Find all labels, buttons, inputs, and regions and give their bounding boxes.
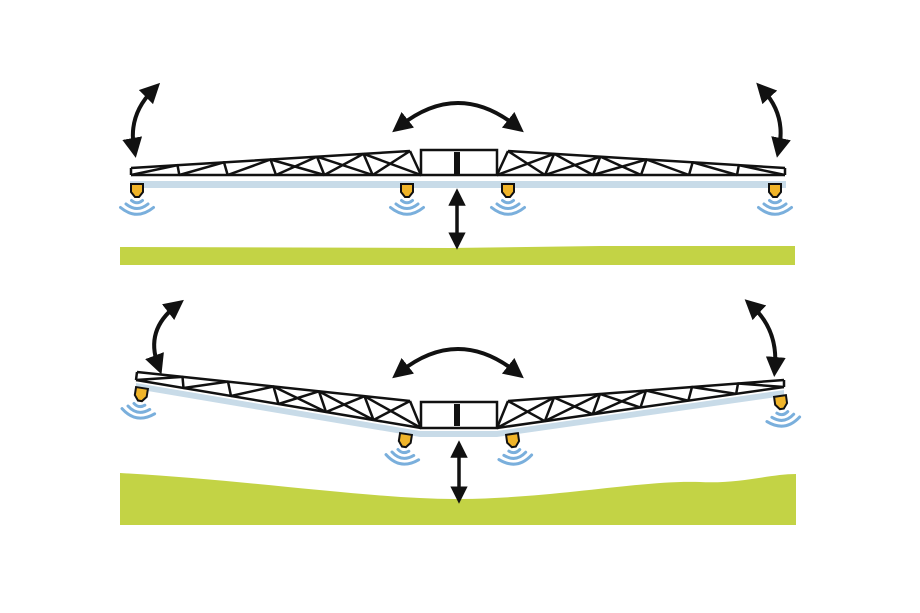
spray-wave-icon bbox=[120, 401, 157, 420]
boom-truss bbox=[134, 370, 786, 430]
truss-brace bbox=[735, 163, 786, 177]
spray-wave-icon bbox=[497, 448, 534, 466]
spray-nozzle-icon bbox=[490, 183, 526, 216]
tilt-arrow-right bbox=[744, 299, 786, 377]
truss-brace bbox=[178, 161, 229, 177]
ground-uneven bbox=[120, 473, 796, 525]
spray-wave-icon bbox=[757, 199, 793, 216]
center-mast bbox=[454, 152, 460, 174]
spray-nozzle-icon bbox=[497, 432, 534, 466]
truss-brace bbox=[135, 375, 185, 389]
truss-brace bbox=[687, 385, 737, 401]
spray-nozzle-icon bbox=[120, 385, 157, 420]
truss-brace bbox=[495, 149, 555, 177]
boom-bar bbox=[136, 383, 784, 437]
spray-wave-icon bbox=[389, 199, 425, 216]
ground-flat bbox=[120, 246, 795, 265]
center-mast bbox=[454, 404, 460, 426]
boom-bar bbox=[130, 181, 786, 188]
spray-wave-icon bbox=[119, 199, 155, 216]
truss-brace bbox=[272, 385, 328, 414]
tilt-arrow-center bbox=[392, 347, 524, 379]
tilt-arrow-center bbox=[392, 101, 524, 133]
truss-brace bbox=[183, 380, 233, 397]
spray-wave-icon bbox=[765, 410, 802, 428]
panel-level-boom bbox=[119, 82, 795, 265]
spray-wave-icon bbox=[490, 199, 526, 216]
spray-nozzle-icon bbox=[389, 183, 425, 216]
truss-brace bbox=[363, 395, 423, 430]
truss-brace bbox=[270, 155, 326, 177]
truss-brace bbox=[543, 392, 601, 423]
spray-nozzle-icon bbox=[384, 431, 421, 466]
truss-brace bbox=[543, 152, 601, 177]
spray-nozzle-icon bbox=[119, 183, 155, 216]
truss-brace bbox=[687, 161, 738, 177]
truss-brace bbox=[318, 390, 375, 422]
tilt-arrow-left bbox=[122, 82, 161, 158]
truss-brace bbox=[591, 389, 647, 416]
panel-tilted-boom bbox=[120, 299, 802, 525]
truss-brace bbox=[734, 382, 785, 395]
truss-brace bbox=[495, 396, 555, 430]
spray-nozzle-icon bbox=[757, 183, 793, 216]
spray-nozzle-icon bbox=[765, 394, 802, 428]
truss-brace bbox=[316, 152, 374, 177]
truss-brace bbox=[130, 163, 181, 177]
spray-wave-icon bbox=[384, 447, 421, 466]
tilt-arrow-right bbox=[756, 82, 791, 158]
truss-brace bbox=[363, 149, 423, 177]
tilt-arrow-left bbox=[145, 299, 184, 375]
truss-brace bbox=[591, 155, 647, 177]
boom-truss bbox=[129, 149, 787, 177]
